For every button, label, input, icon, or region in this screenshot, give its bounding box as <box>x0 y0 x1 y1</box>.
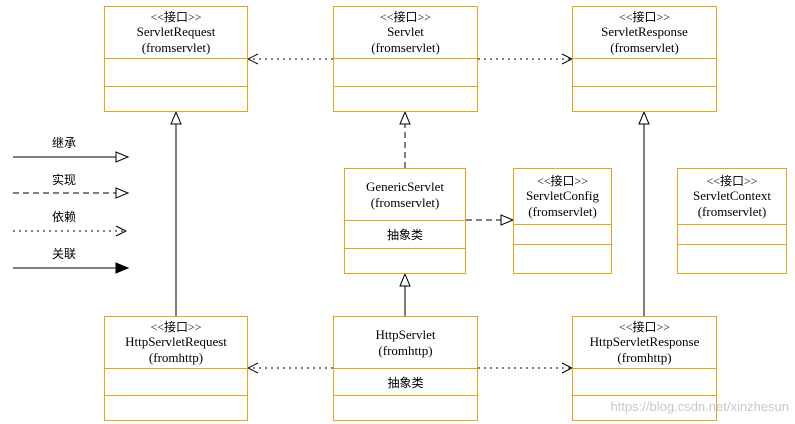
class-name: ServletConfig <box>526 187 599 203</box>
class-http-servlet: HttpServlet (fromhttp) 抽象类 <box>333 316 478 421</box>
class-name-compartment: <<接口>> ServletResponse (fromservlet) <box>573 7 716 59</box>
realization-config-arrowhead <box>500 214 515 226</box>
class-http-servlet-response: <<接口>> HttpServletResponse (fromhttp) <box>572 316 717 421</box>
attributes-compartment: 抽象类 <box>345 221 465 249</box>
package-label: (fromservlet) <box>610 39 679 55</box>
legend-realization-label: 实现 <box>52 173 77 187</box>
class-servlet-context: <<接口>> ServletContext (fromservlet) <box>677 168 787 274</box>
stereotype-label: <<接口>> <box>706 173 758 188</box>
class-servlet: <<接口>> Servlet (fromservlet) <box>333 6 478 112</box>
stereotype-label: <<接口>> <box>150 319 202 334</box>
class-name: ServletRequest <box>136 23 216 39</box>
legend-inheritance-label: 继承 <box>52 136 77 150</box>
class-name-compartment: <<接口>> HttpServletRequest (fromhttp) <box>105 317 247 369</box>
package-label: (fromservlet) <box>370 194 440 210</box>
attributes-compartment <box>105 369 247 396</box>
inheritance-genericservlet-arrowhead <box>399 272 411 287</box>
legend-dependency-label: 依赖 <box>52 210 77 224</box>
class-name: HttpServletRequest <box>125 333 227 349</box>
class-http-servlet-request: <<接口>> HttpServletRequest (fromhttp) <box>104 316 248 421</box>
realization-servlet-arrowhead <box>399 110 411 125</box>
class-name-compartment: HttpServlet (fromhttp) <box>334 317 477 369</box>
class-name: GenericServlet <box>366 178 444 194</box>
inheritance-response-arrowhead <box>638 110 650 125</box>
class-servlet-response: <<接口>> ServletResponse (fromservlet) <box>572 6 717 112</box>
class-name-compartment: <<接口>> Servlet (fromservlet) <box>334 7 477 59</box>
class-name-compartment: <<接口>> ServletConfig (fromservlet) <box>514 169 611 225</box>
attributes-compartment <box>334 59 477 87</box>
legend-symbols <box>13 151 130 274</box>
class-servlet-config: <<接口>> ServletConfig (fromservlet) <box>513 168 612 274</box>
package-label: (fromservlet) <box>697 203 767 219</box>
attributes-compartment <box>678 225 786 245</box>
legend-realization-arrowhead <box>115 187 130 199</box>
class-generic-servlet: GenericServlet (fromservlet) 抽象类 <box>344 168 466 274</box>
class-name-compartment: <<接口>> ServletRequest (fromservlet) <box>105 7 247 59</box>
stereotype-label: <<接口>> <box>150 9 202 24</box>
class-name-compartment: GenericServlet (fromservlet) <box>345 169 465 221</box>
stereotype-label: <<接口>> <box>618 319 671 334</box>
package-label: (fromservlet) <box>141 39 211 55</box>
package-label: (fromhttp) <box>148 349 204 365</box>
package-label: (fromservlet) <box>528 203 597 219</box>
class-servlet-request: <<接口>> ServletRequest (fromservlet) <box>104 6 248 112</box>
attributes-compartment: 抽象类 <box>334 369 477 396</box>
class-name: Servlet <box>387 23 424 39</box>
attributes-compartment <box>105 59 247 87</box>
package-label: (fromservlet) <box>371 39 440 55</box>
legend-association-arrowhead <box>115 262 130 274</box>
legend-inheritance-arrowhead <box>115 151 130 163</box>
package-label: (fromhttp) <box>378 342 433 358</box>
inheritance-request-arrowhead <box>170 110 182 125</box>
package-label: (fromhttp) <box>617 349 672 365</box>
class-name: ServletResponse <box>601 23 688 39</box>
attributes-compartment <box>573 369 716 396</box>
legend-association-label: 关联 <box>52 247 77 261</box>
class-name: ServletContext <box>693 187 771 203</box>
watermark: https://blog.csdn.net/xinzhesun <box>610 399 789 414</box>
attributes-compartment <box>514 225 611 245</box>
class-name-compartment: <<接口>> HttpServletResponse (fromhttp) <box>573 317 716 369</box>
stereotype-label: <<接口>> <box>618 9 671 24</box>
class-name-compartment: <<接口>> ServletContext (fromservlet) <box>678 169 786 225</box>
stereotype-label: <<接口>> <box>379 9 432 24</box>
class-name: HttpServletResponse <box>589 333 700 349</box>
stereotype-label: <<接口>> <box>536 173 589 188</box>
attributes-compartment <box>573 59 716 87</box>
class-name: HttpServlet <box>375 326 436 342</box>
